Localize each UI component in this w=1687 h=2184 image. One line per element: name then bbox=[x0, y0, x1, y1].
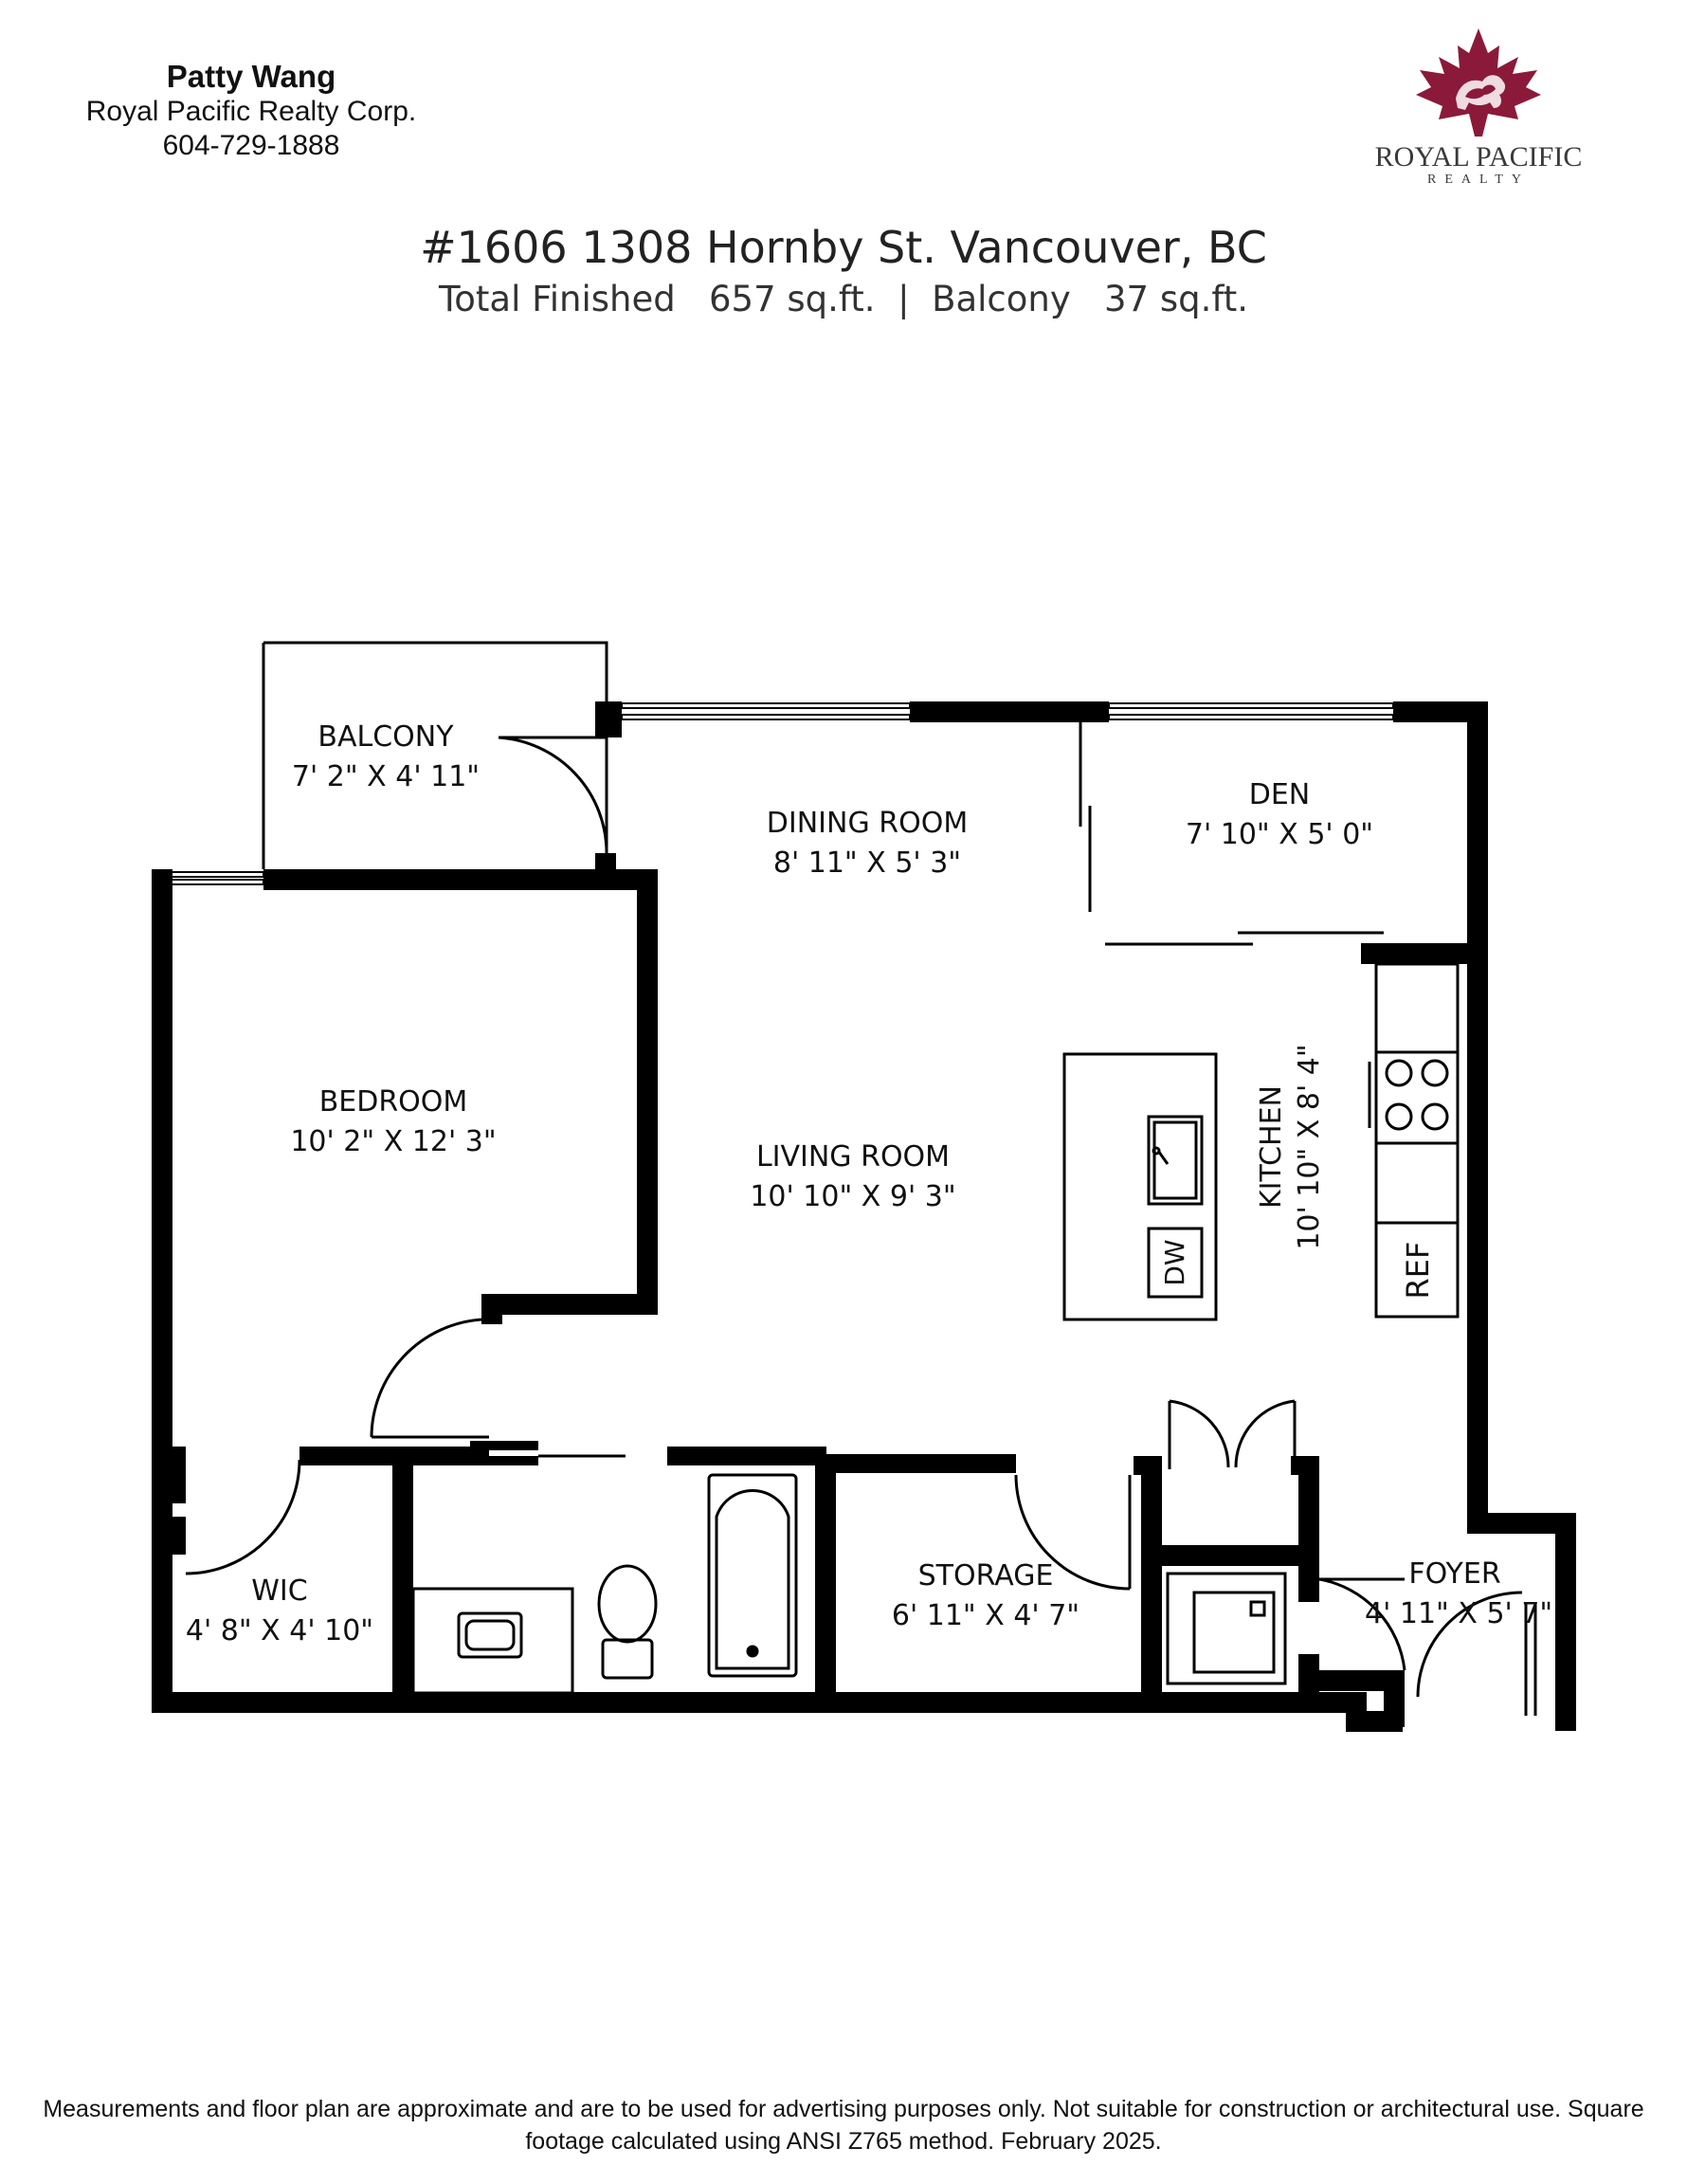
room-name: LIVING ROOM bbox=[755, 1140, 951, 1174]
listing-header: #1606 1308 Hornby St. Vancouver, BC Tota… bbox=[0, 220, 1687, 324]
room-dimensions: 10' 10" X 9' 3" bbox=[750, 1180, 956, 1213]
room-dimensions: 6' 11" X 4' 7" bbox=[891, 1599, 1080, 1632]
agent-phone: 604-729-1888 bbox=[162, 130, 340, 161]
room-name: DEN bbox=[1248, 778, 1311, 811]
listing-address: #1606 1308 Hornby St. Vancouver, BC bbox=[420, 222, 1267, 273]
brand-logo: ROYAL PACIFIC REALTY bbox=[1365, 27, 1592, 197]
room-wic: WIC 4' 8" X 4' 10" bbox=[180, 1572, 379, 1651]
agent-info: Patty Wang Royal Pacific Realty Corp. 60… bbox=[47, 59, 455, 163]
room-dimensions: 8' 11" X 5' 3" bbox=[772, 846, 962, 880]
room-bedroom: BEDROOM 10' 2" X 12' 3" bbox=[284, 1083, 502, 1162]
logo-text-primary: ROYAL PACIFIC bbox=[1374, 141, 1583, 173]
disclaimer: Measurements and floor plan are approxim… bbox=[43, 2096, 1644, 2155]
room-foyer: FOYER 4' 11" X 5' 7" bbox=[1365, 1555, 1553, 1634]
agent-company: Royal Pacific Realty Corp. bbox=[85, 96, 417, 127]
room-dimensions: 10' 2" X 12' 3" bbox=[290, 1125, 497, 1158]
room-living: LIVING ROOM 10' 10" X 9' 3" bbox=[730, 1138, 976, 1217]
room-name: WIC bbox=[251, 1574, 308, 1608]
room-dimensions: 7' 10" X 5' 0" bbox=[1185, 818, 1374, 851]
room-balcony: BALCONY 7' 2" X 4' 11" bbox=[286, 718, 485, 797]
agent-name: Patty Wang bbox=[166, 59, 336, 94]
room-den: DEN 7' 10" X 5' 0" bbox=[1166, 775, 1393, 855]
room-dining: DINING ROOM 8' 11" X 5' 3" bbox=[739, 804, 995, 883]
room-name: DINING ROOM bbox=[766, 807, 969, 840]
room-name: KITCHEN bbox=[1255, 1085, 1288, 1209]
room-storage: STORAGE 6' 11" X 4' 7" bbox=[881, 1556, 1090, 1636]
dishwasher-label: DW bbox=[1159, 1239, 1190, 1286]
logo-text-secondary: REALTY bbox=[1427, 173, 1530, 187]
room-dimensions: 4' 11" X 5' 7" bbox=[1365, 1597, 1553, 1630]
room-dimensions: 10' 10" X 8' 4" bbox=[1293, 1044, 1326, 1250]
room-name: BEDROOM bbox=[318, 1085, 468, 1119]
room-kitchen: KITCHEN 10' 10" X 8' 4" bbox=[1253, 1033, 1329, 1261]
refrigerator-label: REF bbox=[1400, 1241, 1436, 1300]
room-name: STORAGE bbox=[917, 1559, 1054, 1592]
maple-leaf-lion-icon bbox=[1416, 28, 1541, 136]
room-dimensions: 4' 8" X 4' 10" bbox=[185, 1614, 374, 1647]
room-name: FOYER bbox=[1408, 1557, 1501, 1591]
area-summary: Total Finished 657 sq.ft. | Balcony 37 s… bbox=[438, 279, 1249, 319]
room-dimensions: 7' 2" X 4' 11" bbox=[291, 760, 481, 793]
room-name: BALCONY bbox=[317, 720, 454, 754]
